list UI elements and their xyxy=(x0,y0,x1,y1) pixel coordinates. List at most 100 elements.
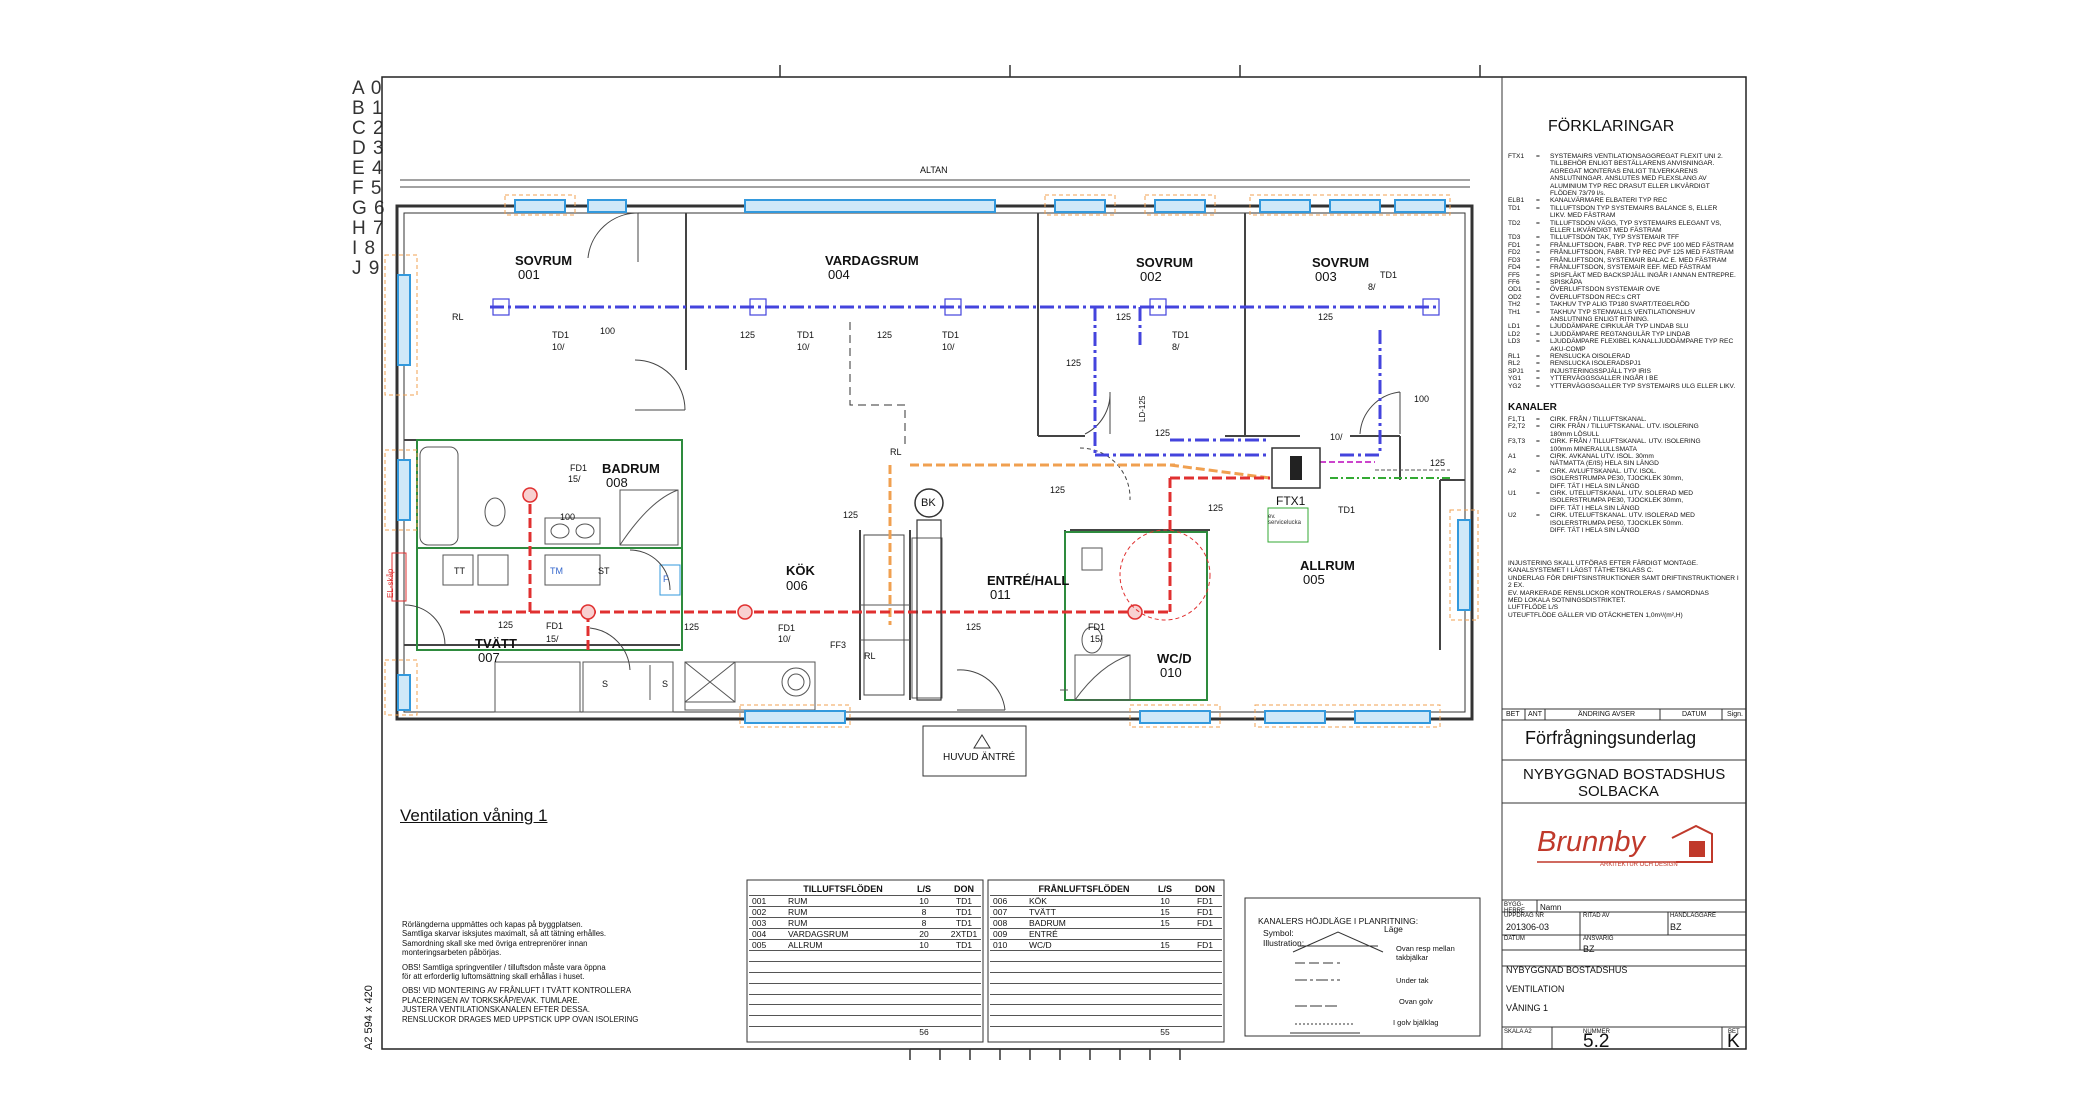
fixture-label: S xyxy=(602,679,609,689)
note-line: OBS! VID MONTERING AV FRÅNLUFT I TVÄTT K… xyxy=(402,986,632,996)
legend-symbol-label: Symbol: xyxy=(1263,928,1294,938)
scale-label: SKALA A2 xyxy=(1504,1029,1532,1035)
legend-text: ISOLERSTRUMPA PE30, TJOCKLEK 30mm, xyxy=(1550,497,1684,505)
legend-code: OD2 xyxy=(1508,293,1522,301)
table-header: DON xyxy=(954,883,974,894)
dim-label: 125 xyxy=(1116,312,1132,322)
drawing-title: Ventilation våning 1 xyxy=(400,806,548,825)
legend-eq xyxy=(1536,168,1550,175)
note-line: Samtliga skarvar isksjutes maximalt, så … xyxy=(402,929,607,939)
legend-row: ALUMINIUM TYP REC DRASUT ELLER LIKVÄRDIG… xyxy=(1508,183,1740,190)
drawn-by-label: RITAD AV xyxy=(1583,913,1610,919)
legend-text: RENSLUCKA OISOLERAD xyxy=(1550,352,1631,360)
room-name: KÖK xyxy=(786,563,815,578)
legend-eq xyxy=(1536,446,1550,453)
main-entrance-label: HUVUD ÄNTRÉ xyxy=(943,752,1016,763)
legend-eq: = xyxy=(1536,293,1540,301)
legend-text: FRÅNLUFTSDON, SYSTEMAIR EEF. MED FÄSTRAM xyxy=(1550,264,1711,272)
legend-text: FLÖDEN 73/79 l/s. xyxy=(1550,190,1606,198)
grid-label: D 3 xyxy=(352,138,385,159)
table-header: L/S xyxy=(916,883,931,894)
project-site: SOLBACKA xyxy=(1578,783,1659,800)
legend-row: FD4=FRÅNLUFTSDON, SYSTEMAIR EEF. MED FÄS… xyxy=(1508,264,1740,271)
duct-label: FD1 xyxy=(546,621,564,631)
legend-code: ELB1 xyxy=(1508,197,1525,205)
legend-row: FD2=FRÅNLUFTSDON, FABR. TYP REC PVF 125 … xyxy=(1508,249,1740,256)
legend-text: AGREGAT MONTERAS ENLIGT TILVERKARENS xyxy=(1550,167,1698,175)
legend-text: INJUSTERINGSSPJÄLL TYP IRIS xyxy=(1550,367,1652,375)
table-total-row: 56 xyxy=(749,1026,981,1038)
legend-row: OD2=ÖVERLUFTSDON REC:s CRT xyxy=(1508,294,1740,301)
room-number: 006 xyxy=(786,578,808,593)
legend-eq xyxy=(1536,346,1550,353)
legend-code xyxy=(1508,346,1536,353)
legend-code: TD3 xyxy=(1508,234,1521,242)
adjustment-note-line: KANALSYSTEMET I LÄGST TÄTHETSKLASS C. xyxy=(1508,567,1654,575)
legend-text: ALUMINIUM TYP REC DRASUT ELLER LIKVÄRDIG… xyxy=(1550,182,1710,190)
revision-header: DATUM xyxy=(1682,711,1707,718)
general-notes: Rörlängderna uppmättes och kapas på bygg… xyxy=(402,920,638,1024)
flow-label: 15/ xyxy=(568,474,581,484)
legend-code: F2,T2 xyxy=(1508,423,1526,431)
table-header: L/S xyxy=(1157,883,1172,894)
legend-eq: = xyxy=(1536,241,1540,249)
legend-code xyxy=(1508,520,1536,527)
note-line: monteringsarbeten påbörjas. xyxy=(402,948,502,958)
legend-text: LJUDDÄMPARE FLEXIBEL KANALLJUDDÄMPARE TY… xyxy=(1550,338,1734,346)
room-name: ALLRUM xyxy=(1300,558,1355,573)
revision-label: BET xyxy=(1728,1029,1740,1035)
legend-text: SYSTEMAIRS VENTILATIONSAGGREGAT FLEXIT U… xyxy=(1550,153,1723,160)
legend-text: 100mm MINERALULLSMATA xyxy=(1550,445,1637,453)
legend-eq: = xyxy=(1536,219,1540,227)
note-line: RENSLUCKOR DRAGES MED UPPSTICK UPP OVAN … xyxy=(402,1014,639,1024)
note-line: OBS! Samtliga springventiler / tilluftsd… xyxy=(402,962,606,972)
legend-row: TH2=TAKHUV TYP ALIG TP180 SVART/TEGELRÖD xyxy=(1508,301,1740,308)
flow-label: 8/ xyxy=(1172,342,1180,352)
handler-value: BZ xyxy=(1670,922,1682,932)
fixture-label: TM xyxy=(550,566,563,576)
legend-code: A2 xyxy=(1508,467,1517,475)
legend-row: 100mm MINERALULLSMATA xyxy=(1508,446,1740,453)
room-name: ENTRÉ/HALL xyxy=(987,573,1070,588)
project-number-value: 201306-03 xyxy=(1506,922,1550,932)
table-header: TILLUFTSFLÖDEN xyxy=(803,883,883,894)
legend-eq: = xyxy=(1536,197,1540,205)
legend-text: TAKHUV TYP STENWALLS VENTILATIONSHUV xyxy=(1550,308,1696,316)
legend-row: 180mm LÖSULL xyxy=(1508,431,1740,438)
ducts-list: F1,T1=CIRK. FRÅN / TILLUFTSKANAL.F2,T2=C… xyxy=(1508,416,1740,535)
legend-code: FD2 xyxy=(1508,249,1521,257)
legend-eq xyxy=(1536,227,1550,234)
dim-label: 125 xyxy=(966,622,982,632)
altan-label: ALTAN xyxy=(920,165,948,175)
legend-row: FTX1=SYSTEMAIRS VENTILATIONSAGGREGAT FLE… xyxy=(1508,153,1740,160)
legend-eq: = xyxy=(1536,278,1540,286)
room-name: SOVRUM xyxy=(515,253,573,268)
grid-label: F 5 xyxy=(352,178,383,199)
revision-header: BET xyxy=(1506,711,1520,718)
room-name: VARDAGSRUM xyxy=(825,253,919,268)
duct-label: RL xyxy=(452,312,464,322)
legend-row: F1,T1=CIRK. FRÅN / TILLUFTSKANAL. xyxy=(1508,416,1740,423)
legend-eq: = xyxy=(1536,438,1540,446)
fixture-label: S xyxy=(662,679,669,689)
legend-row: FF5=SPISFLÄKT MED BACKSPJÄLL INGÅR I ANN… xyxy=(1508,272,1740,279)
flow-label: 10/ xyxy=(1330,432,1343,442)
legend-in-floor: I golv bjälklag xyxy=(1393,1018,1439,1027)
legend-eq: = xyxy=(1536,367,1540,375)
legend-title: KANALERS HÖJDLÄGE I PLANRITNING: xyxy=(1258,916,1419,926)
legend-row: DIFF. TÄT I HELA SIN LÄNGD xyxy=(1508,483,1740,490)
legend-row: DIFF. TÄT I HELA SIN LÄNGD xyxy=(1508,505,1740,512)
responsible-value: BZ xyxy=(1583,944,1595,954)
revision-header: ANT xyxy=(1528,711,1542,718)
legend-eq: = xyxy=(1536,323,1540,331)
room-number: 010 xyxy=(1160,665,1182,680)
company-logo: Brunnby xyxy=(1537,826,1646,858)
legend-text: ÖVERLUFTSDON SYSTEMAIR OVE xyxy=(1550,286,1660,294)
legend-row: AKU-COMP xyxy=(1508,346,1740,353)
